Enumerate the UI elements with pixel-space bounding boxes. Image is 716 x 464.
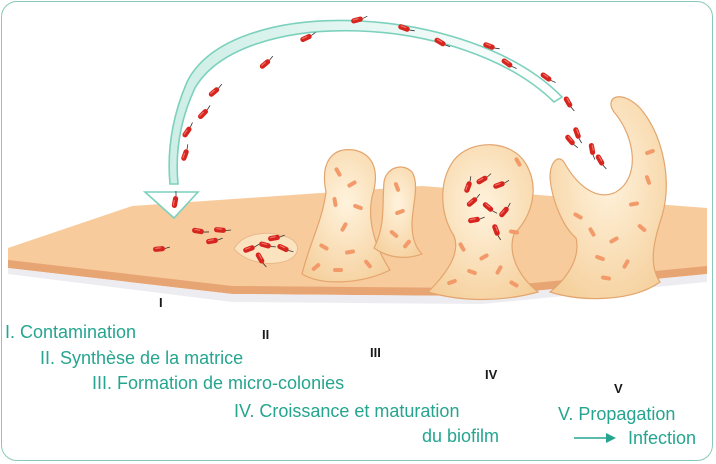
- legend-propagation: V. Propagation: [558, 404, 675, 424]
- legend-contamination: I. Contamination: [5, 322, 136, 342]
- legend-maturation-line2: du biofilm: [422, 426, 499, 446]
- stage-label-4: IV: [485, 368, 497, 382]
- legend-matrix-synthesis: II. Synthèse de la matrice: [40, 348, 243, 368]
- stage-label-3: III: [370, 346, 381, 360]
- stage-label-5: V: [614, 382, 623, 396]
- stage-label-1: I: [159, 296, 163, 310]
- stage-label-2: II: [262, 328, 269, 342]
- legend-infection: Infection: [628, 428, 696, 448]
- infection-arrow: [574, 433, 616, 443]
- legend-maturation: IV. Croissance et maturation: [234, 401, 459, 421]
- legend-micro-colonies: III. Formation de micro-colonies: [92, 373, 344, 393]
